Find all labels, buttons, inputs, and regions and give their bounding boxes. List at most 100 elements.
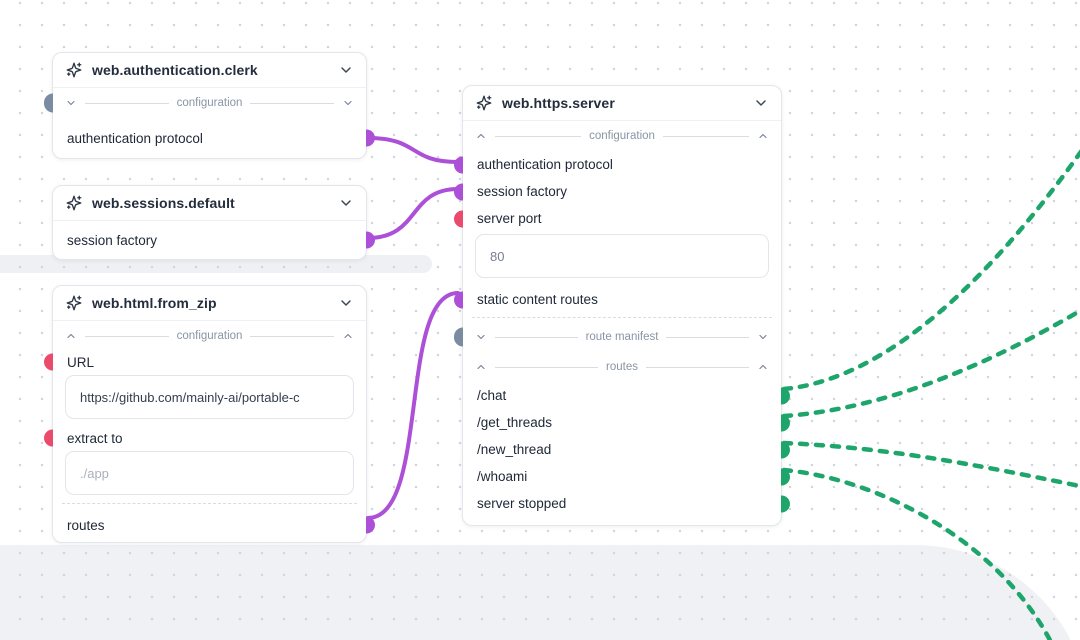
route-label: /chat <box>477 388 507 403</box>
input-label: extract to <box>67 430 123 446</box>
section-divider-line <box>250 335 335 337</box>
chevron-down-icon[interactable] <box>342 97 354 109</box>
row-url: URL <box>44 351 366 373</box>
node-header[interactable]: web.https.server <box>463 86 781 121</box>
node-web-html-from-zip[interactable]: web.html.from_zip configuration URL extr… <box>44 285 375 543</box>
wire-get-threads <box>781 308 1080 419</box>
port-authentication-protocol-out[interactable] <box>366 129 375 147</box>
port-chat-out[interactable] <box>781 387 790 404</box>
chevron-up-icon[interactable] <box>757 130 769 142</box>
port-session-factory-out[interactable] <box>366 231 375 249</box>
node-header[interactable]: web.authentication.clerk <box>53 53 366 88</box>
row-static-content-routes: static content routes <box>454 286 781 313</box>
output-label: routes <box>67 517 105 533</box>
chevron-down-icon[interactable] <box>338 195 354 211</box>
section-divider-line <box>85 335 169 337</box>
section-divider-line <box>495 366 599 368</box>
section-divider-line <box>495 336 578 338</box>
server-port-input[interactable] <box>475 234 769 278</box>
section-divider-line <box>495 135 582 137</box>
node-bottom-padding <box>463 517 781 525</box>
section-label: configuration <box>176 97 243 109</box>
route-label: /whoami <box>477 469 528 484</box>
sparkles-icon <box>475 94 493 112</box>
node-header[interactable]: web.sessions.default <box>53 186 366 221</box>
wire-chat <box>781 149 1080 392</box>
input-label: session factory <box>477 184 568 199</box>
wire-session-factory <box>366 187 460 240</box>
port-static-content-routes-in[interactable] <box>454 291 463 308</box>
port-authentication-protocol-in[interactable] <box>454 156 463 173</box>
section-label: route manifest <box>585 331 659 343</box>
input-label: static content routes <box>477 292 598 307</box>
wire-new-thread <box>781 440 1080 489</box>
chevron-down-icon[interactable] <box>753 95 769 111</box>
chevron-down-icon[interactable] <box>338 295 354 311</box>
port-new-thread-out[interactable] <box>781 441 790 458</box>
port-get-threads-out[interactable] <box>781 414 790 431</box>
extract-to-input[interactable] <box>65 451 354 495</box>
chevron-down-icon[interactable] <box>757 331 769 343</box>
chevron-up-icon[interactable] <box>475 361 487 373</box>
section-divider-line <box>85 102 169 104</box>
row-extract-to: extract to <box>44 427 366 449</box>
port-routes-out[interactable] <box>366 516 375 534</box>
node-title: web.https.server <box>502 95 615 111</box>
row-route-new-thread: /new_thread <box>463 436 790 463</box>
port-whoami-out[interactable] <box>781 468 790 485</box>
node-title: web.sessions.default <box>92 195 235 211</box>
section-divider-line <box>645 366 749 368</box>
section-divider-line <box>250 102 335 104</box>
node-web-https-server[interactable]: web.https.server configuration authentic… <box>454 85 790 526</box>
chevron-down-icon[interactable] <box>65 97 77 109</box>
chevron-down-icon[interactable] <box>475 331 487 343</box>
url-input[interactable] <box>65 375 354 419</box>
node-web-sessions-default[interactable]: web.sessions.default session factory <box>52 185 375 260</box>
chevron-down-icon[interactable] <box>338 62 354 78</box>
row-authentication-protocol: authentication protocol <box>53 118 375 158</box>
port-server-port-in[interactable] <box>454 210 463 227</box>
background-bottom-region <box>0 545 1080 640</box>
port-session-factory-in[interactable] <box>454 183 463 200</box>
input-label: authentication protocol <box>477 157 613 172</box>
row-server-stopped: server stopped <box>463 490 790 517</box>
row-session-factory-in: session factory <box>454 178 781 205</box>
port-server-stopped-out[interactable] <box>781 495 790 512</box>
port-extract-to-in[interactable] <box>44 429 53 447</box>
row-route-chat: /chat <box>463 382 790 409</box>
chevron-up-icon[interactable] <box>342 330 354 342</box>
input-label: server port <box>477 211 542 226</box>
node-header[interactable]: web.html.from_zip <box>53 286 366 321</box>
section-configuration[interactable]: configuration <box>463 121 781 151</box>
sparkles-icon <box>65 194 83 212</box>
chevron-up-icon[interactable] <box>757 361 769 373</box>
chevron-up-icon[interactable] <box>65 330 77 342</box>
route-label: /get_threads <box>477 415 553 430</box>
section-dashed-divider <box>472 317 772 318</box>
section-label: routes <box>606 361 638 373</box>
node-web-authentication-clerk[interactable]: web.authentication.clerk configuration a… <box>44 52 375 159</box>
route-label: /new_thread <box>477 442 552 457</box>
section-divider-line <box>662 135 750 137</box>
row-route-get-threads: /get_threads <box>463 409 790 436</box>
wire-routes <box>366 291 460 520</box>
output-label: server stopped <box>477 496 567 511</box>
port-url-in[interactable] <box>44 353 53 371</box>
row-route-whoami: /whoami <box>463 463 790 490</box>
section-configuration[interactable]: configuration <box>44 88 366 118</box>
section-label: configuration <box>589 130 655 142</box>
section-configuration[interactable]: configuration <box>53 321 366 351</box>
section-port[interactable] <box>454 327 463 347</box>
node-title: web.authentication.clerk <box>92 62 258 78</box>
section-routes[interactable]: routes <box>463 352 781 382</box>
section-label: configuration <box>176 330 243 342</box>
sparkles-icon <box>65 61 83 79</box>
section-port[interactable] <box>44 93 53 113</box>
section-divider-line <box>666 336 749 338</box>
sparkles-icon <box>65 294 83 312</box>
wire-authentication-protocol <box>366 136 460 164</box>
section-route-manifest[interactable]: route manifest <box>454 322 781 352</box>
row-server-port: server port <box>454 205 781 232</box>
chevron-up-icon[interactable] <box>475 130 487 142</box>
